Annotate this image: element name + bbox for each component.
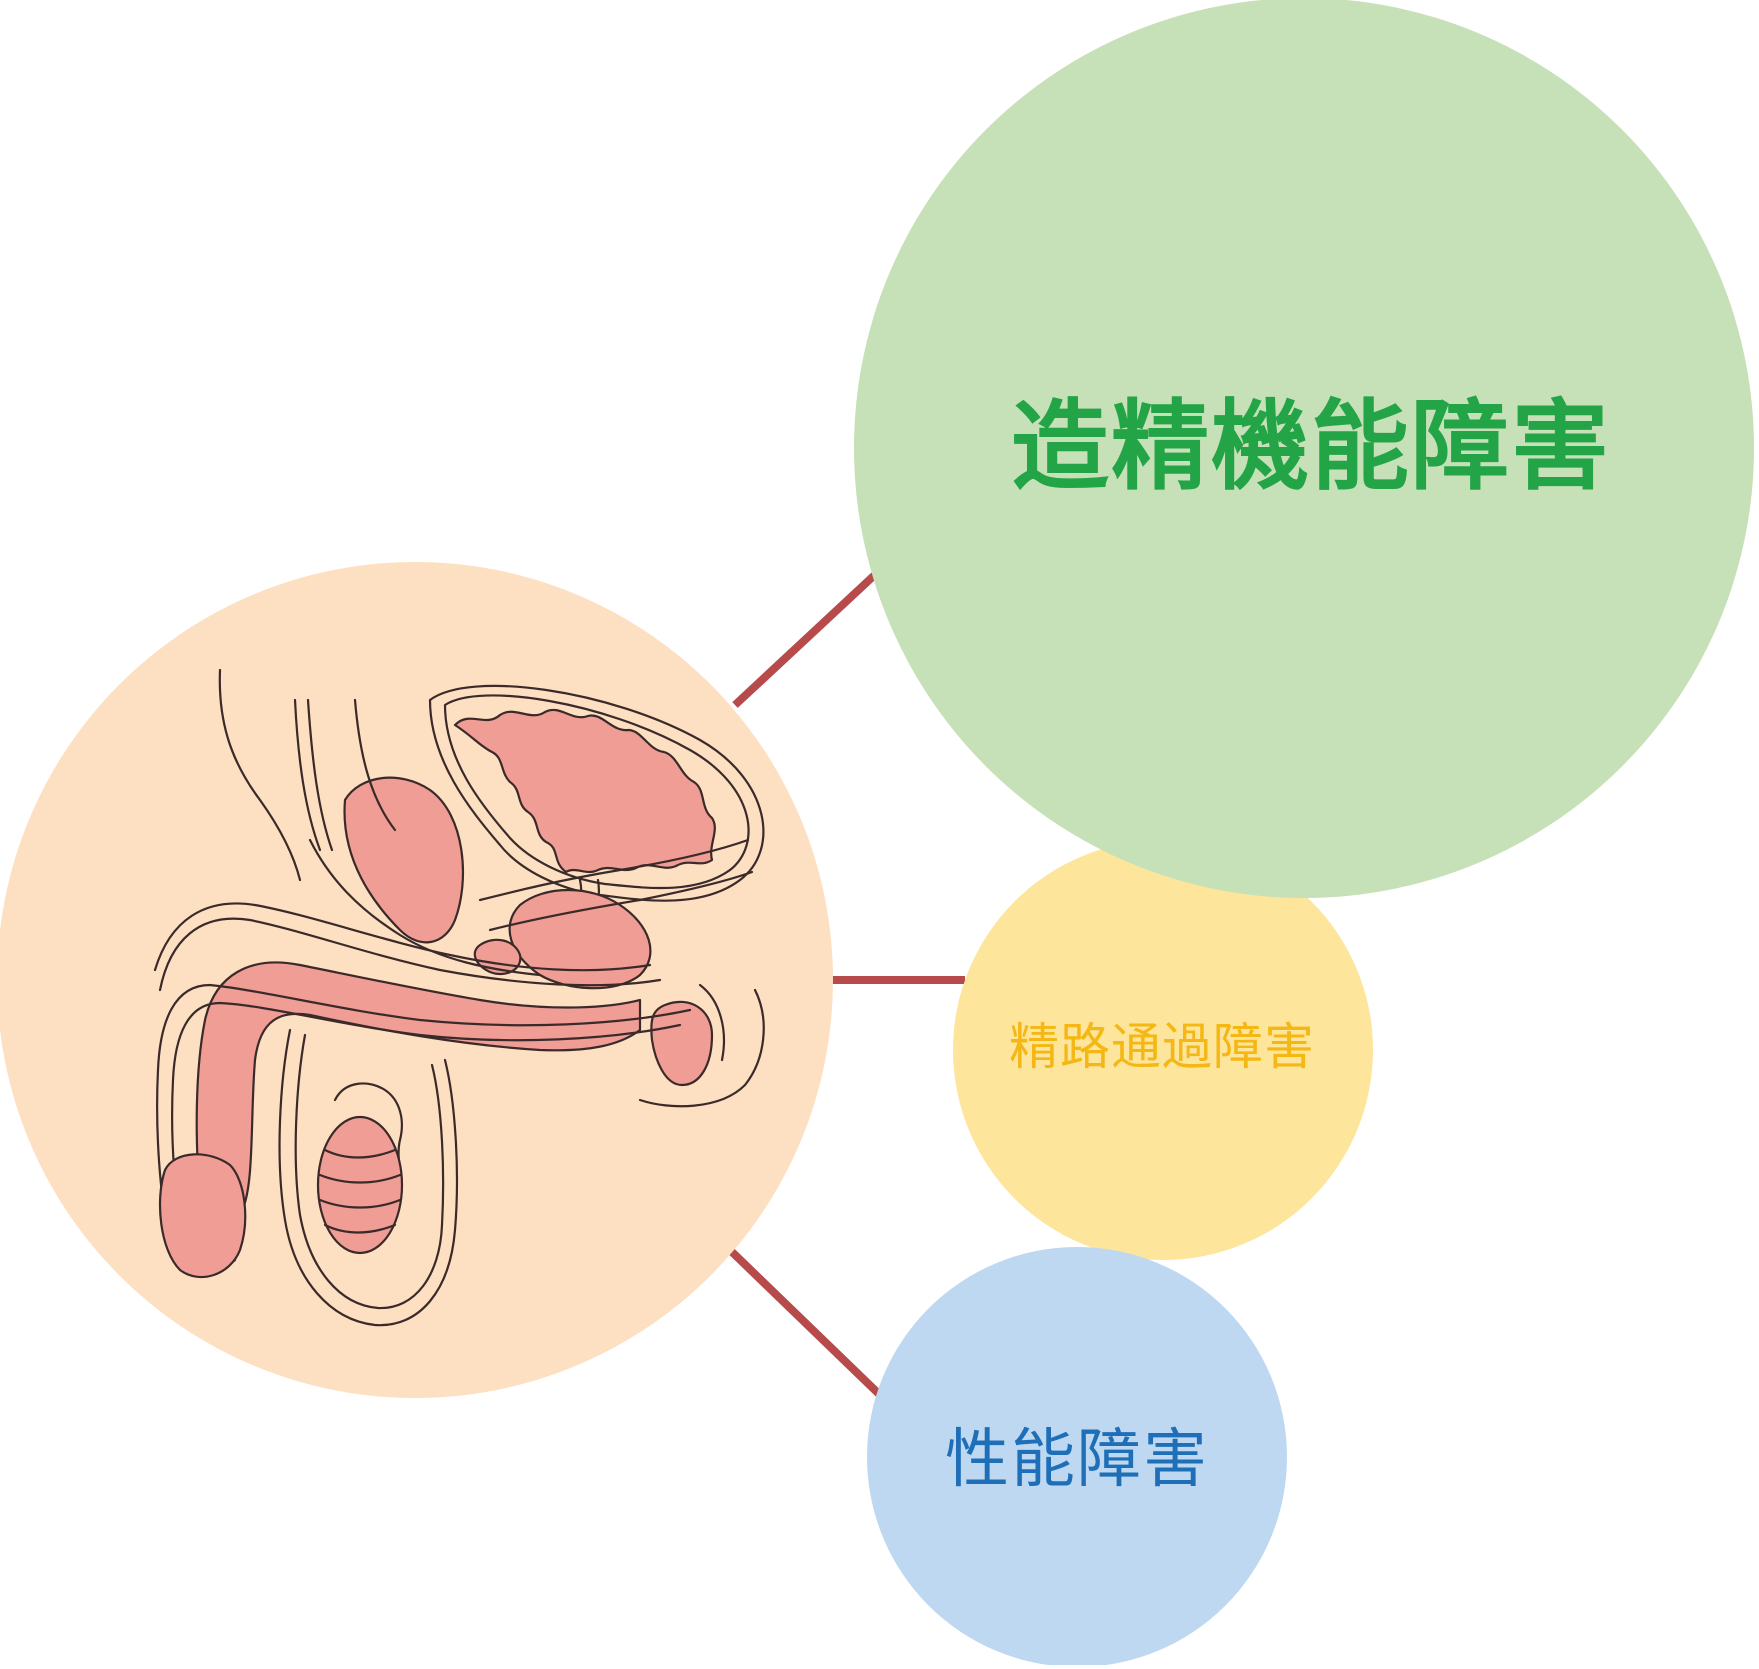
sexual-dysfunction-label: 性能障害 bbox=[945, 1423, 1209, 1497]
vas-deferens bbox=[308, 838, 542, 977]
abdominal-wall-line-4 bbox=[353, 698, 397, 832]
testis bbox=[316, 1115, 404, 1255]
testis-lobule-2 bbox=[318, 1173, 402, 1184]
testis-lobule-3 bbox=[318, 1198, 402, 1209]
connector-line-bottom bbox=[727, 1247, 883, 1398]
glans bbox=[158, 1153, 247, 1279]
scrotum-inner bbox=[294, 1033, 445, 1310]
penis-layer-2 bbox=[171, 1001, 682, 1242]
perineum-curve bbox=[638, 988, 765, 1108]
bladder-capsule bbox=[428, 684, 765, 902]
penis-layer-3 bbox=[158, 917, 662, 992]
abdominal-wall-line-1 bbox=[218, 668, 302, 882]
sexual-circle bbox=[867, 1247, 1287, 1667]
bladder-capsule-inner bbox=[443, 694, 750, 890]
abdominal-wall-line-2 bbox=[293, 698, 322, 852]
sperm-passage-disorder-label: 精路通過障害 bbox=[1009, 1018, 1315, 1076]
abdominal-wall-line-3 bbox=[306, 698, 334, 852]
spermatogenesis-disorder-label: 造精機能障害 bbox=[1010, 390, 1612, 504]
passage-circle bbox=[953, 840, 1373, 1260]
vas-deferens-3 bbox=[488, 870, 754, 932]
scrotum bbox=[278, 1028, 459, 1327]
connector-line-top bbox=[732, 567, 883, 708]
seminal-vesicle bbox=[343, 776, 464, 944]
perineum-curve-2 bbox=[698, 983, 726, 1062]
bladder bbox=[453, 708, 716, 874]
rectum-lobe bbox=[650, 1000, 714, 1087]
testis-lobule-1 bbox=[323, 1148, 397, 1159]
penis-layer-4 bbox=[153, 902, 652, 972]
reproductive-anatomy-illustration bbox=[153, 668, 765, 1327]
spermatogenesis-circle bbox=[854, 0, 1754, 898]
anatomy-circle bbox=[0, 562, 833, 1398]
vas-deferens-2 bbox=[478, 838, 750, 902]
testis-lobule-4 bbox=[323, 1223, 397, 1234]
